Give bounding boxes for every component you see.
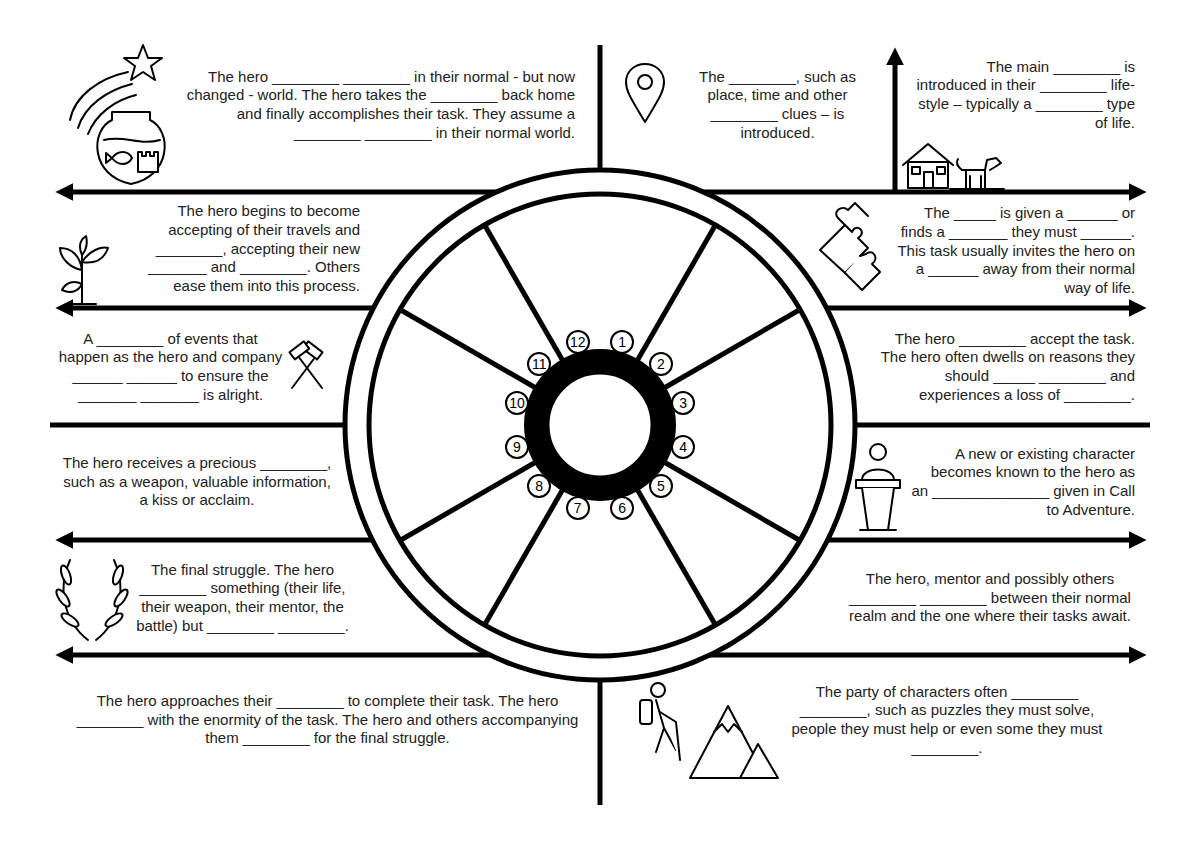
step-number-circle: 8	[527, 474, 551, 498]
step-number-circle: 12	[566, 330, 590, 354]
laurel-icon	[54, 560, 130, 640]
arrow-line	[825, 306, 1134, 311]
step-number-circle: 6	[610, 496, 634, 520]
outer-rim	[345, 170, 855, 680]
spoke	[661, 460, 801, 541]
description-text: A new or existing character becomes know…	[910, 445, 1135, 520]
arrow-line	[893, 60, 898, 192]
divider-lines	[50, 45, 1150, 805]
stage-description: The main ________ is introduced in their…	[915, 50, 1135, 140]
arrow-line	[702, 190, 1134, 195]
circle-shape	[650, 353, 672, 375]
description-text: The main ________ is introduced in their…	[915, 58, 1135, 133]
description-text: The hero ________ accept the task. The h…	[870, 330, 1135, 405]
callout-number: 6	[610, 496, 634, 520]
circle-shape	[567, 331, 589, 353]
step-number-circle: 9	[505, 435, 529, 459]
arrow-line	[68, 653, 492, 658]
arrow-line	[68, 538, 374, 543]
stage-description: The final struggle. The hero ________ so…	[130, 548, 355, 648]
hiker-mountain-icon	[640, 683, 778, 778]
puzzle-icon	[820, 203, 880, 290]
circle-shape	[611, 331, 633, 353]
callout-number: 9	[505, 435, 529, 459]
circle-shape	[528, 475, 550, 497]
spoke	[399, 309, 539, 390]
description-text: A ________ of events that happen as the …	[58, 330, 283, 405]
star-fishbowl-icon	[70, 45, 165, 184]
spoke	[661, 309, 801, 390]
circle-shape	[611, 497, 633, 519]
location-pin-icon	[626, 64, 664, 122]
plant-icon	[60, 236, 108, 304]
callout-number: 2	[649, 352, 673, 376]
stage-description: The hero receives a precious ________, s…	[62, 430, 332, 534]
step-number-circle: 7	[566, 496, 590, 520]
stage-description: A ________ of events that happen as the …	[58, 314, 283, 420]
step-number-circle: 3	[671, 391, 695, 415]
description-text: The hero receives a precious ________, s…	[62, 454, 332, 510]
stage-description: The party of characters often ________ _…	[782, 664, 1112, 776]
description-text: The _____ is given a ______ or finds a _…	[890, 204, 1135, 298]
description-text: The hero begins to become accepting of t…	[115, 202, 360, 296]
step-number-circle: 10	[505, 391, 529, 415]
description-text: The ________, such as place, time and ot…	[680, 68, 875, 143]
stage-description: The hero approaches their ________ to co…	[70, 664, 585, 776]
callout-number: 4	[671, 435, 695, 459]
callout-number: 12	[566, 330, 590, 354]
arrow-line	[68, 306, 375, 311]
step-number-circle: 2	[649, 352, 673, 376]
podium-speaker-icon	[856, 444, 900, 530]
callout-number: 8	[527, 474, 551, 498]
spoke	[635, 486, 716, 626]
description-text: The hero approaches their ________ to co…	[70, 692, 585, 748]
circle-shape	[672, 436, 694, 458]
description-text: The final struggle. The hero ________ so…	[130, 561, 355, 636]
callout-number: 7	[566, 496, 590, 520]
arrow-line	[826, 538, 1134, 543]
spokes	[399, 224, 801, 626]
step-number-circle: 11	[527, 352, 551, 376]
circle-shape	[567, 497, 589, 519]
description-text: The hero, mentor and possibly others ___…	[845, 570, 1135, 626]
stage-description: A new or existing character becomes know…	[910, 430, 1135, 534]
callout-number: 11	[527, 352, 551, 376]
hub	[548, 373, 652, 477]
description-text: The hero ________ ________ in their norm…	[170, 68, 575, 143]
callout-number: 1	[610, 330, 634, 354]
circle-shape	[650, 475, 672, 497]
circle-shape	[506, 436, 528, 458]
stage-description: The hero, mentor and possibly others ___…	[845, 548, 1135, 648]
spoke	[484, 486, 565, 626]
stage-description: The hero ________ accept the task. The h…	[870, 314, 1135, 420]
callout-number: 3	[671, 391, 695, 415]
inner-rim	[369, 194, 831, 656]
stage-description: The _____ is given a ______ or finds a _…	[890, 200, 1135, 302]
hammers-icon	[289, 341, 322, 388]
callout-number: 10	[505, 391, 529, 415]
arrow-line	[708, 653, 1134, 658]
step-number-circle: 5	[649, 474, 673, 498]
circle-shape	[672, 392, 694, 414]
spoke	[484, 224, 565, 364]
step-number-circle: 4	[671, 435, 695, 459]
house-dog-icon	[903, 144, 1004, 189]
stage-description: The ________, such as place, time and ot…	[680, 60, 875, 150]
spoke	[399, 460, 539, 541]
callout-number: 5	[649, 474, 673, 498]
arrow-line	[68, 190, 498, 195]
wheel	[345, 170, 855, 680]
step-number-circle: 1	[610, 330, 634, 354]
spoke	[635, 224, 716, 364]
circle-shape	[506, 392, 528, 414]
stage-description: The hero ________ ________ in their norm…	[170, 58, 575, 152]
circle-shape	[528, 353, 550, 375]
description-text: The party of characters often ________ _…	[782, 683, 1112, 758]
hub-ring	[524, 349, 676, 501]
stage-description: The hero begins to become accepting of t…	[115, 198, 360, 300]
